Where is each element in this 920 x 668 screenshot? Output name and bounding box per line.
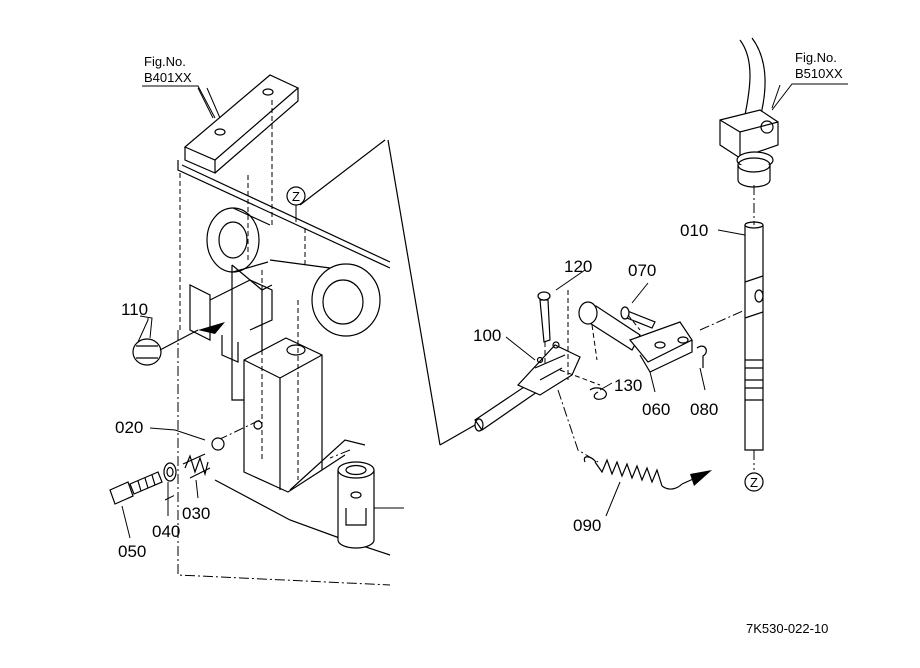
part-label-050: 050 (118, 542, 146, 561)
projection-line-left (387, 139, 441, 446)
fig-ref-left-code: B401XX (144, 70, 192, 85)
figure-ref-left: Fig.No. B401XX (142, 54, 216, 119)
connector-z-right: Z (744, 472, 764, 492)
part-label-060: 060 (642, 400, 670, 419)
center-assembly (474, 290, 746, 490)
figure-ref-right: Fig.No. B510XX (771, 50, 848, 111)
part-label-130: 130 (614, 376, 642, 395)
connector-z-right-text: Z (750, 475, 758, 490)
part-label-090: 090 (573, 516, 601, 535)
part-label-040: 040 (152, 522, 180, 541)
part-label-010: 010 (680, 221, 708, 240)
fig-ref-left-title: Fig.No. (144, 54, 186, 69)
connector-z-left: Z (286, 186, 306, 206)
left-assembly (109, 74, 404, 586)
fig-ref-right-title: Fig.No. (795, 50, 837, 65)
connector-z-left-text: Z (292, 189, 300, 204)
part-label-100: 100 (473, 326, 501, 345)
part-label-020: 020 (115, 418, 143, 437)
part-label-080: 080 (690, 400, 718, 419)
fig-ref-right-code: B510XX (795, 66, 843, 81)
drawing-code: 7K530-022-10 (746, 621, 828, 636)
part-label-110: 110 (121, 300, 148, 319)
projection-line-link (439, 424, 476, 446)
part-label-120: 120 (564, 257, 592, 276)
part-label-070: 070 (628, 261, 656, 280)
part-label-030: 030 (182, 504, 210, 523)
right-assembly (719, 37, 779, 470)
leader-lines (121, 84, 781, 539)
